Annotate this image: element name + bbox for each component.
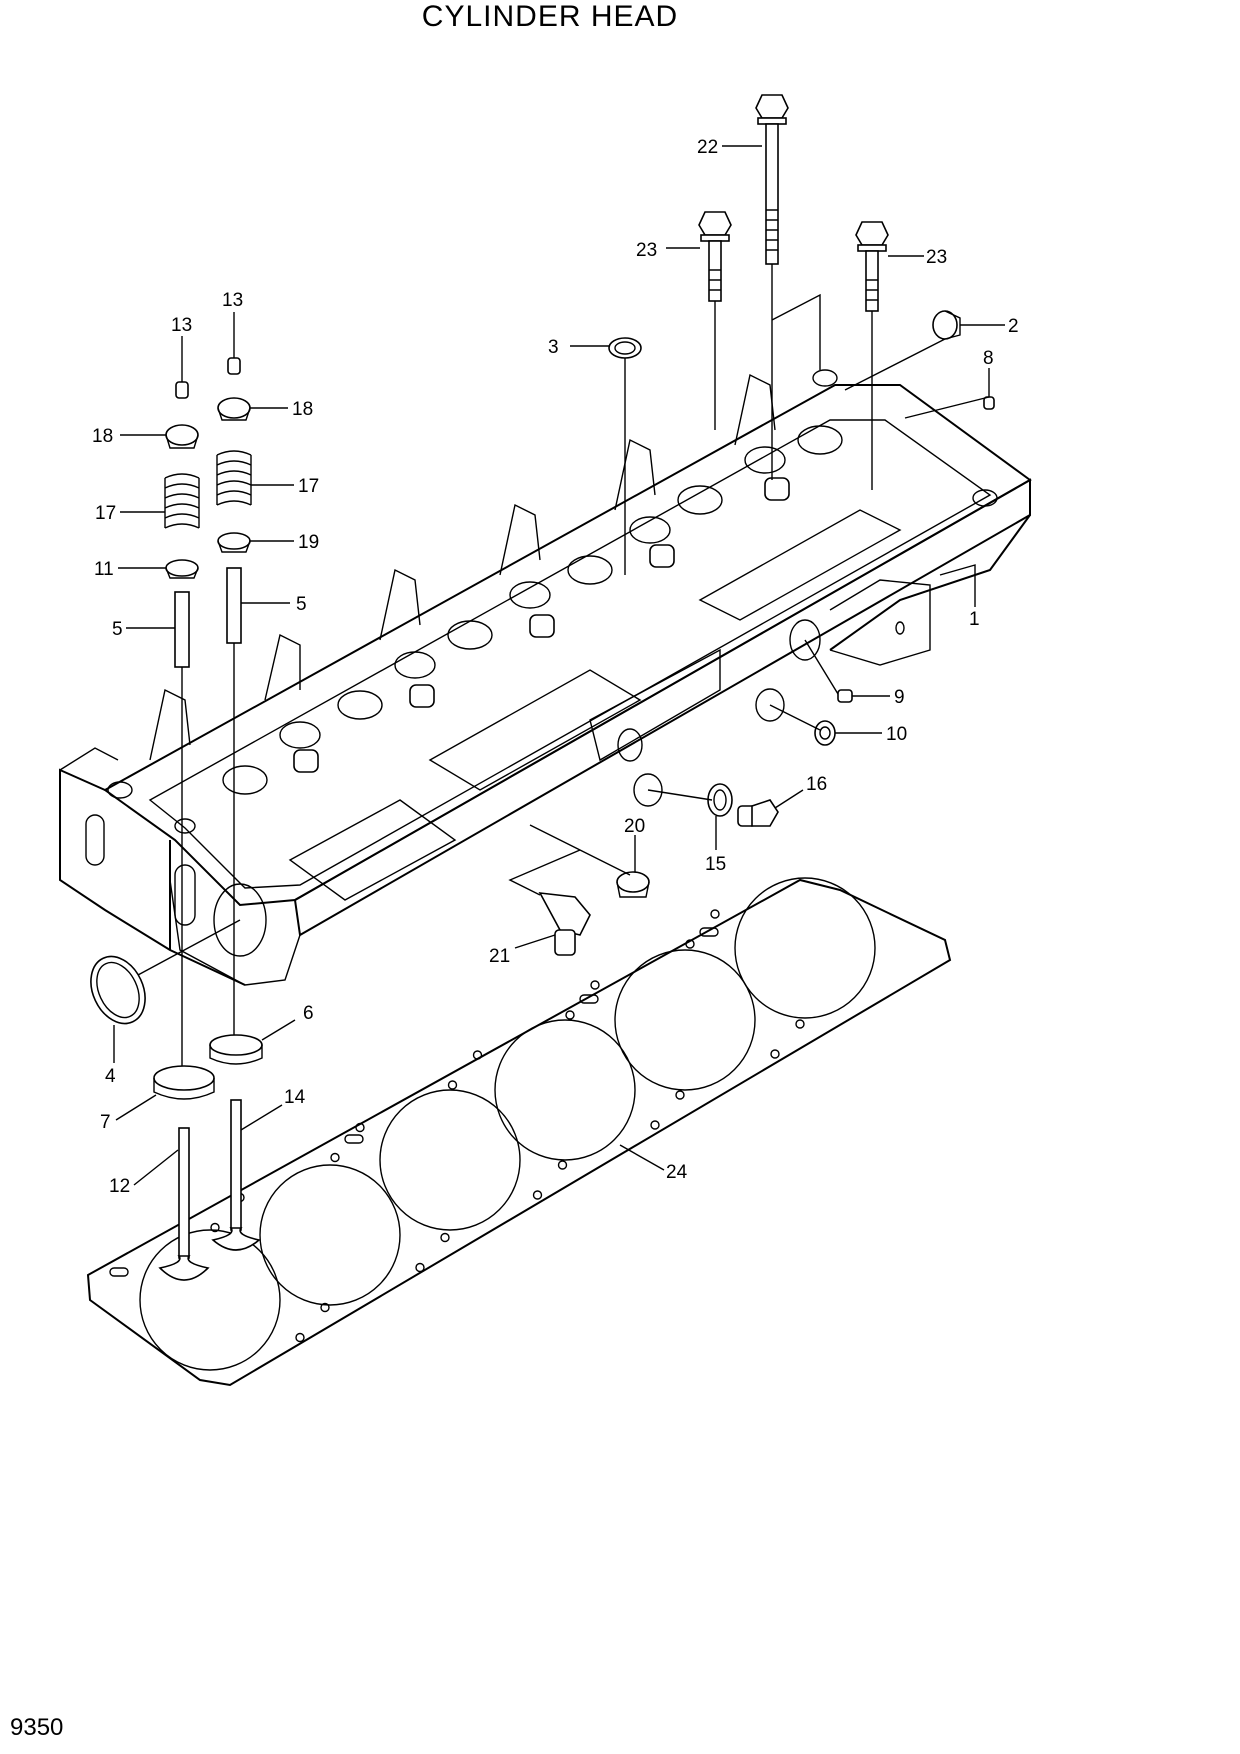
- sealing-ring: [90, 955, 146, 1025]
- exhaust-valve: [211, 1099, 261, 1251]
- callout-3: 3: [548, 337, 559, 358]
- elbow-fitting: [538, 892, 591, 956]
- callout-24: 24: [666, 1162, 688, 1183]
- callout-6: 6: [303, 1003, 314, 1024]
- callout-1: 1: [969, 609, 980, 630]
- callout-21: 21: [489, 946, 510, 967]
- valve-train-right: [216, 357, 252, 644]
- seal-ring: [608, 337, 642, 359]
- callout-10: 10: [886, 724, 907, 745]
- callout-leaders: [113, 145, 1005, 1186]
- callout-labels: 22 23 23 2 8 3 13 13 18 18 17 17 19 11 5…: [92, 137, 1019, 1197]
- head-gasket: [86, 877, 952, 1387]
- valve-seat-insert-intake: [153, 1065, 215, 1100]
- callout-2: 2: [1008, 316, 1019, 337]
- plug-small: [837, 689, 853, 703]
- valve-seat-insert-exhaust: [209, 1034, 263, 1065]
- small-plug: [983, 396, 995, 410]
- deck-ports: [107, 369, 998, 834]
- injector-bosses: [293, 477, 790, 773]
- callout-17-right: 17: [298, 476, 319, 497]
- head-bolt-long: [755, 94, 789, 265]
- callout-20: 20: [624, 816, 645, 837]
- callout-4: 4: [105, 1066, 116, 1087]
- callout-5-right: 5: [296, 594, 307, 615]
- head-bolt-short-left: [698, 211, 732, 302]
- page-title: CYLINDER HEAD: [421, 0, 679, 33]
- page-number: 9350: [10, 1714, 64, 1741]
- callout-23-left: 23: [636, 240, 657, 261]
- callout-8: 8: [983, 348, 994, 369]
- valve-train-left: [164, 381, 200, 668]
- callout-16: 16: [806, 774, 827, 795]
- callout-18-right: 18: [292, 399, 313, 420]
- callout-7: 7: [100, 1112, 111, 1133]
- callout-11: 11: [94, 559, 114, 580]
- intake-valve: [158, 1127, 210, 1281]
- cup-plug: [616, 871, 650, 898]
- callout-17-left: 17: [95, 503, 116, 524]
- callout-9: 9: [894, 687, 905, 708]
- callout-12: 12: [109, 1176, 130, 1197]
- callout-18-left: 18: [92, 426, 113, 447]
- callout-13-right: 13: [222, 290, 243, 311]
- head-bolt-short-right: [855, 221, 889, 312]
- callout-13-left: 13: [171, 315, 192, 336]
- cylinder-head-body: [59, 369, 1032, 986]
- plug-screw: [737, 799, 779, 827]
- gasket-bolt-holes: [210, 909, 805, 1343]
- callout-22: 22: [697, 137, 718, 158]
- expansion-plug: [932, 310, 961, 340]
- callout-23-right: 23: [926, 247, 947, 268]
- callout-15: 15: [705, 854, 726, 875]
- callout-14: 14: [284, 1087, 306, 1108]
- callout-5-left: 5: [112, 619, 123, 640]
- callout-19: 19: [298, 532, 319, 553]
- plug-medium: [814, 720, 836, 746]
